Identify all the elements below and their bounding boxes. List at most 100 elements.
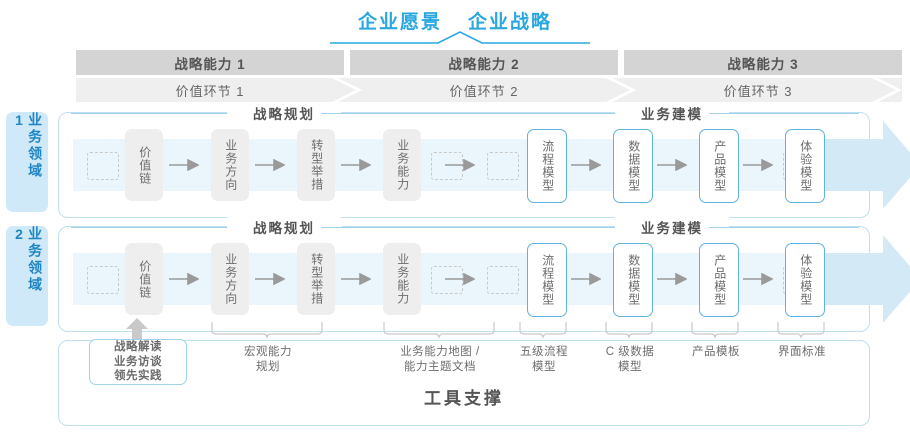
tool-item-1-line-1: 宏观能力 [244, 346, 292, 358]
domain-1-arrow-3-icon [341, 159, 371, 171]
tool-item-4-line-2: 模型 [618, 360, 642, 373]
tool-support-panel: 战略解读 业务访谈 领先实践 宏观能力 规划 业务能力地图 / 能力主题文档 五… [58, 339, 870, 426]
domain-1-legend-line-mid2 [471, 113, 619, 114]
tool-item-3-line-2: 模型 [532, 360, 556, 373]
domain-2-arrow-6-icon [657, 273, 687, 285]
domain-1-node-3[interactable]: 转型举措 [297, 129, 335, 201]
domain-2-node-8-label: 体验模型 [798, 254, 813, 306]
value-link-cell-2[interactable]: 价值环节 2 [449, 83, 519, 99]
domain-1-stub-mid-left [431, 152, 463, 180]
domain-2-node-2[interactable]: 业务方向 [211, 243, 249, 315]
domain-2-node-1[interactable]: 价值链 [125, 243, 163, 315]
value-chain-row: 价值环节 1 价值环节 2 价值环节 3 [76, 78, 902, 102]
domain-2-node-4[interactable]: 业务能力 [383, 243, 421, 315]
domain-1-node-1[interactable]: 价值链 [125, 129, 163, 201]
domain-1-arrow-2-icon [255, 159, 285, 171]
domain-2-node-3-label: 转型举措 [309, 253, 324, 305]
tool-support-title: 工具支撑 [424, 388, 504, 408]
domain-1-node-7[interactable]: 产品模型 [699, 129, 739, 203]
domain-1-legend-line-right [709, 113, 859, 114]
domain-2-flow-arrow-icon [825, 235, 910, 323]
domain-1-stub-start [87, 152, 119, 180]
tool-item-5[interactable]: 产品模板 [668, 345, 764, 360]
domain-2-arrow-2-icon [255, 273, 285, 285]
domain-2-legend-line-mid2 [471, 227, 619, 228]
tool-item-4[interactable]: C 级数据 模型 [582, 345, 678, 375]
value-link-cell-3[interactable]: 价值环节 3 [723, 83, 793, 99]
domain-2-node-8[interactable]: 体验模型 [785, 243, 825, 317]
domain-2-node-2-label: 业务方向 [223, 253, 238, 305]
domain-1-label: 业务领域 1 [11, 112, 44, 180]
sidebar-item-domain-2[interactable]: 业务领域 2 [6, 226, 48, 326]
tool-item-3-line-1: 五级流程 [520, 346, 568, 358]
domain-1-stub-mid-right [487, 152, 519, 180]
domain-2-legend-line-right [709, 227, 859, 228]
domain-1-flow-arrow-icon [825, 121, 910, 209]
domain-2-node-4-label: 业务能力 [395, 253, 410, 305]
tool-item-2[interactable]: 业务能力地图 / 能力主题文档 [382, 345, 498, 375]
domain-2-section-title-modeling: 业务建模 [615, 217, 729, 237]
domain-2-node-3[interactable]: 转型举措 [297, 243, 335, 315]
domain-row-2: 战略规划 业务建模 价值链 业务方向 转型举措 业务能力 流程模型 数据模型 产… [58, 217, 910, 332]
domain-2-label: 业务领域 2 [11, 226, 44, 294]
domain-row-1: 战略规划 业务建模 价值链 业务方向 转型举措 业务能力 流程模型 数据模型 产… [58, 103, 910, 218]
tool-item-4-line-1: C 级数据 [605, 346, 655, 358]
value-row-background [76, 78, 902, 102]
tool-item-boxed-line-2: 业务访谈 [114, 355, 162, 368]
capability-cell-1[interactable]: 战略能力 1 [76, 50, 344, 75]
domain-2-node-7-label: 产品模型 [712, 254, 727, 306]
domain-1-legend-line-left [71, 113, 231, 114]
domain-1-node-3-label: 转型举措 [309, 139, 324, 191]
domain-2-node-1-label: 价值链 [137, 259, 152, 299]
tool-item-6[interactable]: 界面标准 [754, 345, 850, 360]
tool-item-1-line-2: 规划 [256, 360, 280, 373]
sidebar-item-domain-1[interactable]: 业务领域 1 [6, 112, 48, 212]
domain-2-node-5-label: 流程模型 [540, 254, 555, 306]
domain-2-section-title-planning: 战略规划 [227, 217, 341, 237]
capability-cell-3[interactable]: 战略能力 3 [624, 50, 902, 75]
tool-item-1[interactable]: 宏观能力 规划 [210, 345, 326, 375]
tool-item-3[interactable]: 五级流程 模型 [496, 345, 592, 375]
value-row-chevrons-icon [332, 78, 902, 102]
domain-2-arrow-3-icon [341, 273, 371, 285]
tool-item-6-line-1: 界面标准 [778, 346, 826, 358]
enterprise-vision-title: 企业愿景 [357, 11, 442, 33]
domain-2-node-6-label: 数据模型 [626, 254, 641, 306]
domain-2-stub-start [87, 266, 119, 294]
domain-1-node-5-label: 流程模型 [540, 140, 555, 192]
value-chain-to-tool-arrow-icon [126, 318, 148, 340]
domain-2-arrow-7-icon [743, 273, 773, 285]
domain-1-arrow-7-icon [743, 159, 773, 171]
domain-1-arrow-5-icon [571, 159, 601, 171]
domain-2-legend-line-left [71, 227, 231, 228]
vision-strategy-connector-icon [330, 31, 590, 44]
domain-1-node-4-label: 业务能力 [395, 139, 410, 191]
domain-1-node-6-label: 数据模型 [626, 140, 641, 192]
domain-1-arrow-4-icon [445, 159, 475, 171]
domain-1-section-title-planning: 战略规划 [227, 103, 341, 123]
domain-1-arrow-1-icon [169, 159, 199, 171]
tool-item-boxed-line-1: 战略解读 [114, 340, 162, 353]
domain-1-node-5[interactable]: 流程模型 [527, 129, 567, 203]
tool-item-2-line-1: 业务能力地图 / [400, 346, 480, 358]
domain-2-node-7[interactable]: 产品模型 [699, 243, 739, 317]
domain-2-stub-mid-left [431, 266, 463, 294]
domain-2-arrow-1-icon [169, 273, 199, 285]
capability-cell-2[interactable]: 战略能力 2 [350, 50, 618, 75]
enterprise-strategy-title: 企业战略 [468, 11, 553, 33]
top-titles: 企业愿景 企业战略 [0, 6, 910, 34]
domain-1-node-8-label: 体验模型 [798, 140, 813, 192]
domain-1-node-2[interactable]: 业务方向 [211, 129, 249, 201]
tool-item-5-line-1: 产品模板 [692, 346, 740, 358]
domain-1-arrow-6-icon [657, 159, 687, 171]
domain-2-node-6[interactable]: 数据模型 [613, 243, 653, 317]
domain-1-node-8[interactable]: 体验模型 [785, 129, 825, 203]
domain-2-node-5[interactable]: 流程模型 [527, 243, 567, 317]
value-link-cell-1[interactable]: 价值环节 1 [175, 83, 245, 99]
domain-1-node-6[interactable]: 数据模型 [613, 129, 653, 203]
tool-item-boxed[interactable]: 战略解读 业务访谈 领先实践 [89, 339, 187, 385]
strategic-capability-row: 战略能力 1 战略能力 2 战略能力 3 [76, 50, 902, 75]
domain-1-node-4[interactable]: 业务能力 [383, 129, 421, 201]
domain-2-stub-mid-right [487, 266, 519, 294]
domain-2-arrow-4-icon [445, 273, 475, 285]
